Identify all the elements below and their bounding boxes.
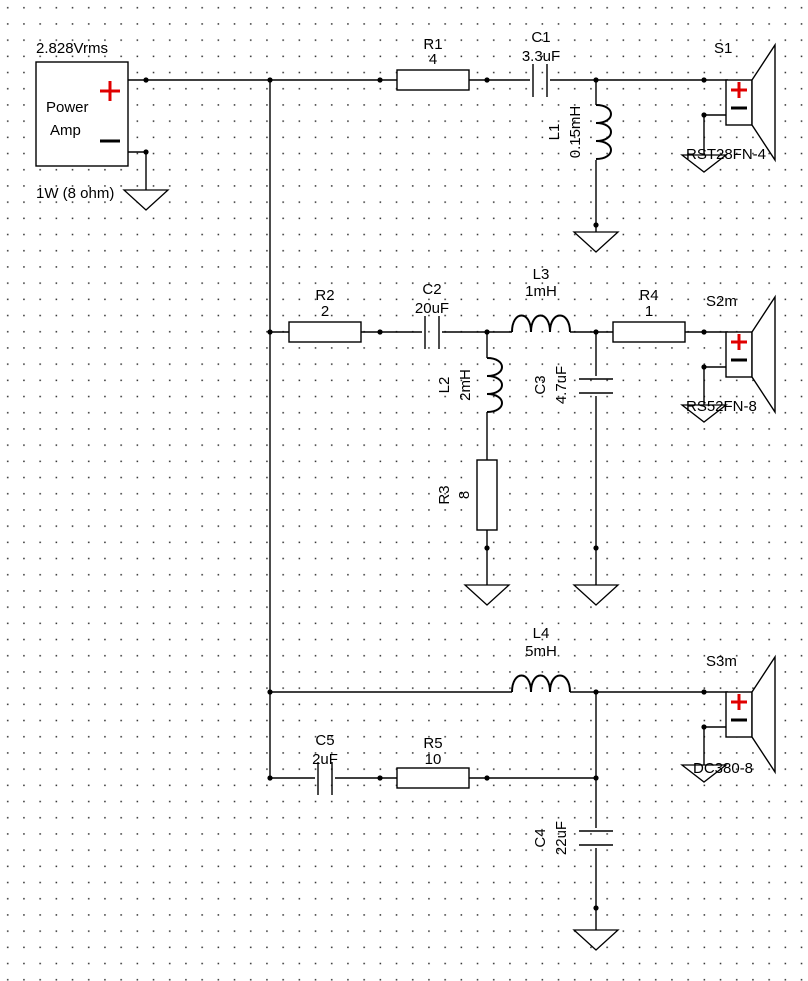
r1-name: R1 <box>423 36 442 53</box>
s3-name: S3m <box>706 653 737 670</box>
l4-value: 5mH <box>525 643 557 660</box>
ground-icon <box>680 154 728 173</box>
c1-value: 3.3uF <box>522 48 560 65</box>
inductor-l1[interactable]: L1 0.15mH <box>546 104 612 160</box>
junction-nodes <box>143 77 707 911</box>
ground-icon <box>680 764 728 783</box>
s1-plus-icon <box>731 82 747 98</box>
c1-name: C1 <box>531 29 550 46</box>
amp-power-label: 1W (8 ohm) <box>36 185 114 202</box>
speaker-s1[interactable]: S1 RST28FN-4 <box>686 40 776 163</box>
l2-name: L2 <box>436 377 453 394</box>
resistor-r4[interactable]: R4 1 <box>612 287 686 343</box>
resistor-r2[interactable]: R2 2 <box>288 287 362 343</box>
inductor-l4[interactable]: L4 5mH <box>511 625 571 693</box>
c4-name: C4 <box>532 828 549 847</box>
capacitor-c3[interactable]: C3 4.7uF <box>532 366 613 404</box>
c5-value: 2uF <box>312 751 338 768</box>
capacitor-c4[interactable]: C4 22uF <box>532 821 613 855</box>
capacitor-c1[interactable]: C1 3.3uF <box>522 29 560 97</box>
ground-icon <box>572 929 620 951</box>
l3-name: L3 <box>533 266 550 283</box>
s2-plus-icon <box>731 334 747 350</box>
c3-value: 4.7uF <box>553 366 570 404</box>
r2-value: 2 <box>321 303 329 320</box>
r3-value: 8 <box>456 491 473 499</box>
r3-name: R3 <box>436 485 453 504</box>
r5-value: 10 <box>425 751 442 768</box>
c2-value: 20uF <box>415 300 449 317</box>
r4-value: 1 <box>645 303 653 320</box>
resistor-r5[interactable]: R5 10 <box>396 735 470 789</box>
l1-value: 0.15mH <box>567 106 584 159</box>
r1-value: 4 <box>429 51 437 68</box>
c4-value: 22uF <box>553 821 570 855</box>
amp-label-line1: Power <box>46 99 89 116</box>
speaker-s2m[interactable]: S2m RS52FN-8 <box>686 293 776 415</box>
l4-name: L4 <box>533 625 550 642</box>
s1-model: RST28FN-4 <box>686 146 766 163</box>
ground-icon <box>463 584 511 606</box>
resistor-r3[interactable]: R3 8 <box>436 459 498 531</box>
c3-name: C3 <box>532 375 549 394</box>
speaker-s3m[interactable]: S3m DC380-8 <box>693 653 776 777</box>
ground-icon <box>572 231 620 253</box>
l3-value: 1mH <box>525 283 557 300</box>
s2-name: S2m <box>706 293 737 310</box>
inductor-l2[interactable]: L2 2mH <box>436 357 503 413</box>
ground-symbols <box>122 154 728 951</box>
s3-plus-icon <box>731 694 747 710</box>
r5-name: R5 <box>423 735 442 752</box>
l1-name: L1 <box>546 124 563 141</box>
ground-icon <box>572 584 620 606</box>
c5-name: C5 <box>315 732 334 749</box>
capacitor-c2[interactable]: C2 20uF <box>415 281 449 349</box>
amp-plus-terminal-icon <box>100 81 120 101</box>
resistor-r1[interactable]: R1 4 <box>396 36 470 91</box>
ground-icon <box>122 189 170 211</box>
c2-name: C2 <box>422 281 441 298</box>
s2-model: RS52FN-8 <box>686 398 757 415</box>
s3-model: DC380-8 <box>693 760 753 777</box>
r4-name: R4 <box>639 287 658 304</box>
amp-label-line2: Amp <box>50 122 81 139</box>
amp-voltage-label: 2.828Vrms <box>36 40 108 57</box>
ground-icon <box>680 404 728 423</box>
l2-value: 2mH <box>457 369 474 401</box>
inductor-l3[interactable]: L3 1mH <box>511 266 571 333</box>
power-amp[interactable]: 2.828Vrms Power Amp 1W (8 ohm) <box>35 40 129 202</box>
capacitor-c5[interactable]: C5 2uF <box>312 732 338 795</box>
s1-name: S1 <box>714 40 732 57</box>
r2-name: R2 <box>315 287 334 304</box>
